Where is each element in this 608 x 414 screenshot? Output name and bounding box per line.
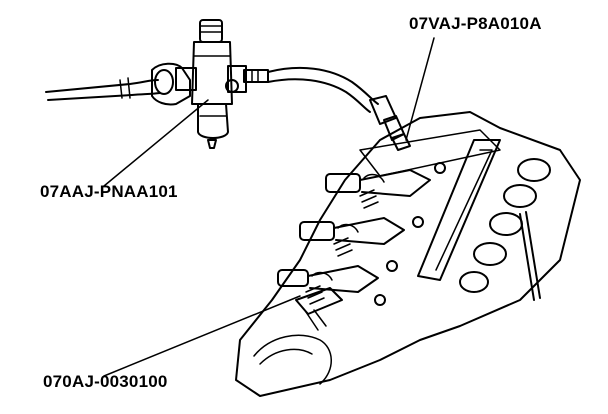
leader-line-valve-tool [103, 295, 301, 377]
leader-line-adapter [405, 37, 435, 141]
rocker-arm [277, 265, 379, 293]
rocker-arm [299, 217, 405, 245]
part-number-air-regulator: 07AAJ-PNAA101 [40, 182, 178, 201]
leader-line-regulator [103, 99, 209, 187]
air-hose [45, 62, 191, 106]
valve-tool [295, 287, 343, 331]
part-number-valve-tool: 070AJ-0030100 [43, 372, 168, 391]
air-regulator-tool [175, 19, 269, 149]
leader-lines [103, 37, 435, 377]
adapter-hose [267, 66, 411, 151]
part-number-pressure-adapter: 07VAJ-P8A010A [409, 14, 542, 33]
cylinder-head [235, 111, 581, 397]
rocker-arm [325, 169, 431, 197]
